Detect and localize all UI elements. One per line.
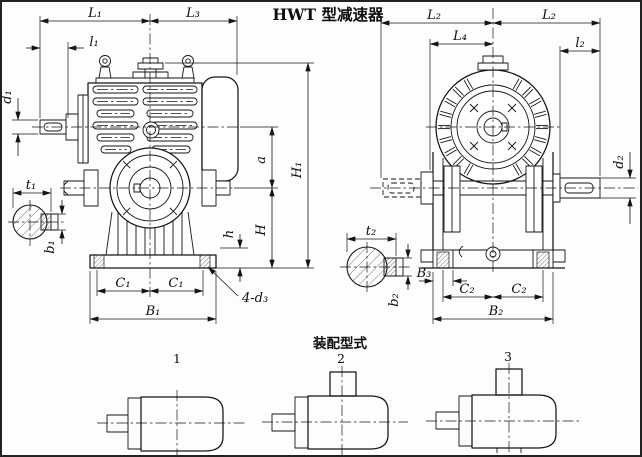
dim-label-L3: L₃ (185, 6, 200, 21)
input-flange (77, 94, 89, 164)
dim-label-C2-left: C₂ (459, 282, 474, 297)
dim-label-H1: H₁ (290, 162, 305, 180)
bell-housing (201, 76, 239, 182)
phantom-output-shaft-left (382, 171, 434, 205)
dim-label-d2: d₂ (612, 155, 627, 169)
dim-label-t1: t₁ (26, 178, 36, 193)
eye-bolt-left (98, 55, 112, 79)
dimension-d1: d₁ (0, 90, 38, 156)
dimension-l2: l₂ (559, 36, 601, 174)
dimension-C2: C₂ C₂ (442, 270, 544, 302)
dimension-l1: l₁ (26, 35, 99, 118)
dimension-L3: L₃ (149, 6, 238, 75)
dim-label-C1-left: C₁ (115, 276, 130, 291)
dim-label-l2: l₂ (575, 36, 584, 51)
dimension-t2: t₂ (346, 224, 397, 256)
dim-label-d1: d₁ (0, 90, 15, 104)
dimension-b1: b₁ (43, 200, 66, 254)
base-plate (89, 254, 217, 269)
dim-label-t2: t₂ (366, 224, 376, 239)
dim-label-l1: l₁ (89, 35, 98, 50)
dimension-C1: C₁ C₁ (96, 270, 204, 296)
assembly-variant-2: 2 (262, 351, 408, 455)
dimension-H: H (216, 187, 314, 269)
variant-3-number: 3 (504, 349, 512, 364)
assembly-heading: 装配型式 (312, 335, 367, 352)
dimension-d2: d₂ (600, 152, 636, 224)
dimension-h: h (220, 230, 248, 282)
dim-label-b2: b₂ (387, 293, 402, 307)
dim-label-C1-right: C₁ (168, 276, 183, 291)
input-shaft-section-detail: t₁ b₁ (8, 178, 66, 254)
output-shaft-section-detail: t₂ b₂ (340, 224, 412, 307)
eye-bolt-right (181, 55, 195, 79)
dimension-L1: L₁ (39, 6, 151, 118)
assembly-variant-3: 3 (426, 349, 582, 453)
dim-label-L2-right: L₂ (541, 8, 556, 23)
dim-label-b1: b₁ (43, 240, 58, 254)
variant-2-number: 2 (337, 351, 345, 366)
side-body (432, 152, 554, 250)
dimension-H1: H₁ (165, 62, 314, 269)
dim-label-L2-left: L₂ (426, 8, 441, 23)
dimension-t1: t₁ (12, 178, 52, 212)
dim-label-B2: B₂ (488, 304, 504, 319)
variant-1-number: 1 (173, 351, 181, 366)
dim-label-a: a (254, 156, 269, 164)
dim-label-H: H (254, 224, 269, 237)
label-4-d3: 4-d₃ (241, 291, 268, 306)
pedestal (105, 211, 195, 256)
assembly-variants: 装配型式 1 2 3 (97, 335, 582, 455)
feet (420, 249, 566, 269)
dim-label-L4: L₄ (452, 29, 467, 44)
callout-foot-holes: 4-d₃ (207, 266, 268, 306)
front-view: L₁ L₃ l₁ d₁ a H (0, 6, 314, 324)
dimension-B3: B₃ (416, 266, 467, 286)
dimension-L2-right: L₂ (492, 8, 601, 176)
dimension-B1: B₁ (89, 271, 217, 324)
dimension-L4: L₄ (429, 29, 494, 170)
dimension-b2: b₂ (387, 244, 412, 307)
page-title: HWT 型减速器 (273, 5, 384, 24)
dim-label-B3: B₃ (416, 266, 432, 281)
assembly-variant-1: 1 (97, 351, 245, 455)
dim-label-h: h (222, 230, 237, 238)
side-plug (142, 121, 160, 139)
dim-label-L1: L₁ (87, 6, 102, 21)
dim-label-B1: B₁ (145, 304, 161, 319)
dimension-B2: B₂ (432, 272, 554, 324)
oil-filler-cap (137, 57, 164, 79)
dimension-L2-left: L₂ (380, 8, 494, 178)
dim-label-C2-right: C₂ (511, 282, 526, 297)
side-view: L₂ L₂ L₄ l₂ d₂ B₃ (370, 8, 638, 324)
